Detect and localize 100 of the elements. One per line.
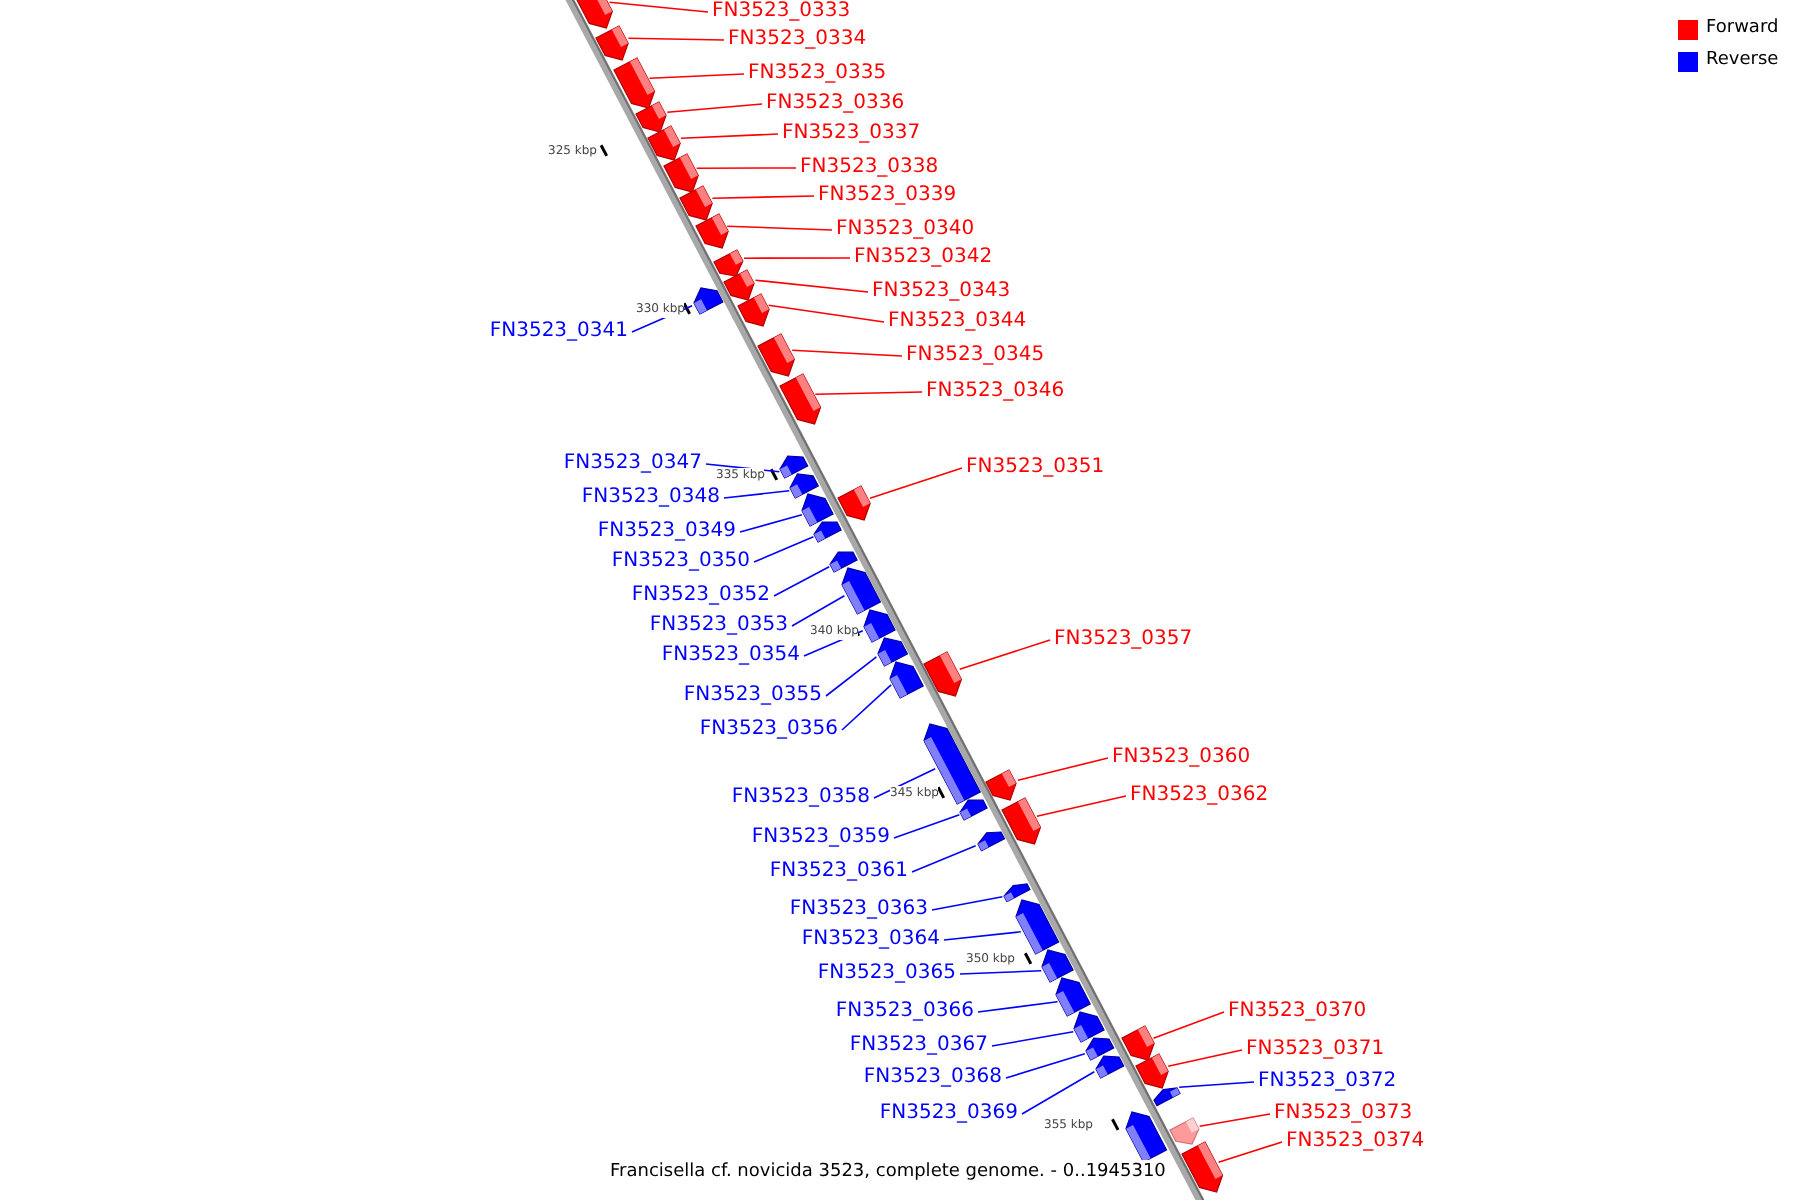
gene-block: [1001, 881, 1032, 903]
gene-block: [693, 211, 730, 250]
gene-label: FN3523_0349: [597, 518, 736, 546]
gene-label: FN3523_0370: [1228, 998, 1367, 1026]
gene-label: FN3523_0365: [817, 960, 956, 988]
leader-line: [977, 1001, 1059, 1013]
gene-block: [1093, 1054, 1126, 1081]
leader-line: [1036, 795, 1127, 817]
leader-line: [739, 514, 803, 533]
gene-label: FN3523_0352: [631, 582, 770, 610]
gene-block: [835, 483, 872, 522]
leader-line: [608, 1, 709, 13]
gene-block: [722, 267, 757, 302]
gene-label: FN3523_0351: [966, 454, 1105, 482]
leader-line: [1021, 1071, 1096, 1115]
gene-label: FN3523_0353: [649, 612, 788, 640]
gene-label: FN3523_0343: [872, 278, 1011, 306]
gene-block: [812, 520, 844, 545]
gene-block: [634, 99, 669, 134]
gene-block: [756, 331, 797, 378]
gene-label: FN3523_0344: [888, 308, 1027, 336]
legend-label: Forward: [1706, 18, 1779, 40]
gene-block: [594, 23, 631, 62]
leader-line: [1178, 1081, 1255, 1088]
gene-block: [958, 798, 990, 823]
gene-label: FN3523_0361: [769, 858, 908, 886]
gene-label: FN3523_0345: [906, 342, 1045, 370]
gene-block: [691, 286, 725, 317]
gene-label: FN3523_0350: [611, 548, 750, 576]
legend-label: Reverse: [1706, 50, 1779, 72]
gene-label: FN3523_0342: [854, 244, 993, 272]
gene-label: FN3523_0369: [879, 1100, 1018, 1128]
gene-label: FN3523_0374: [1286, 1128, 1425, 1156]
leader-line: [959, 970, 1043, 975]
gene-label: FN3523_0360: [1112, 744, 1251, 772]
leader-line: [1167, 1049, 1243, 1067]
gene-label: FN3523_0356: [699, 716, 838, 744]
leader-line: [825, 656, 878, 697]
gene-label: FN3523_0338: [800, 154, 939, 182]
gene-block: [678, 183, 715, 222]
gene-block: [1013, 898, 1061, 957]
gene-label: FN3523_0364: [801, 926, 940, 954]
leader-line: [1198, 1113, 1271, 1127]
leader-line: [680, 133, 779, 139]
leader-line: [841, 684, 892, 731]
gene-label: FN3523_0354: [661, 642, 800, 670]
gene-block: [999, 795, 1043, 846]
gene-block: [661, 151, 700, 194]
gene-block: [646, 123, 683, 162]
gene-label: FN3523_0368: [863, 1064, 1002, 1092]
leader-line: [753, 536, 815, 563]
leader-line: [1005, 1053, 1086, 1079]
leader-line: [869, 467, 963, 499]
leader-line: [814, 391, 923, 395]
gene-label: FN3523_0335: [748, 60, 887, 88]
leader-line: [773, 566, 830, 597]
gene-label: FN3523_0340: [836, 216, 975, 244]
gene-block: [711, 247, 745, 278]
gene-block: [861, 608, 897, 645]
gene-label: FN3523_0358: [731, 784, 870, 812]
leader-line: [931, 896, 1004, 911]
leader-line: [743, 257, 851, 259]
leader-line: [911, 845, 977, 873]
leader-line: [1152, 1011, 1225, 1039]
caption: Francisella cf. novicida 3523, complete genome. - 0..1945310: [610, 1160, 1166, 1184]
gene-block: [1134, 1051, 1171, 1090]
leader-line: [958, 639, 1051, 670]
leader-line: [711, 195, 815, 199]
gene-label: FN3523_0371: [1246, 1036, 1385, 1064]
leader-line: [893, 814, 961, 839]
gene-label: FN3523_0372: [1258, 1068, 1397, 1096]
gene-label: FN3523_0333: [712, 0, 851, 26]
leader-line: [791, 349, 903, 357]
gene-block: [1039, 948, 1075, 985]
leader-line: [1217, 1141, 1283, 1163]
gene-label: FN3523_0347: [563, 450, 702, 478]
leader-line: [791, 595, 846, 627]
gene-block: [1119, 1023, 1156, 1062]
leader-line: [873, 768, 936, 799]
gene-label: FN3523_0363: [789, 896, 928, 924]
leader-line: [1017, 757, 1109, 781]
leader-line: [695, 167, 797, 169]
gene-label: FN3523_0337: [782, 120, 921, 148]
gene-block: [984, 767, 1019, 802]
leader-line: [726, 225, 833, 231]
gene-block: [735, 291, 771, 328]
gene-label: FN3523_0339: [818, 182, 957, 210]
leader-line: [648, 73, 745, 79]
gene-label: FN3523_0367: [849, 1032, 988, 1060]
gene-block: [1152, 1085, 1182, 1108]
gene-block: [611, 55, 656, 110]
gene-label: FN3523_0366: [835, 998, 974, 1026]
gene-label: FN3523_0362: [1130, 782, 1269, 810]
gene-label: FN3523_0341: [489, 318, 628, 346]
gene-block: [1124, 1110, 1170, 1165]
gene-label: FN3523_0336: [766, 90, 905, 118]
leader-line: [767, 304, 885, 323]
gene-label: FN3523_0355: [683, 682, 822, 710]
leader-line: [991, 1031, 1075, 1047]
leader-line: [666, 103, 763, 113]
